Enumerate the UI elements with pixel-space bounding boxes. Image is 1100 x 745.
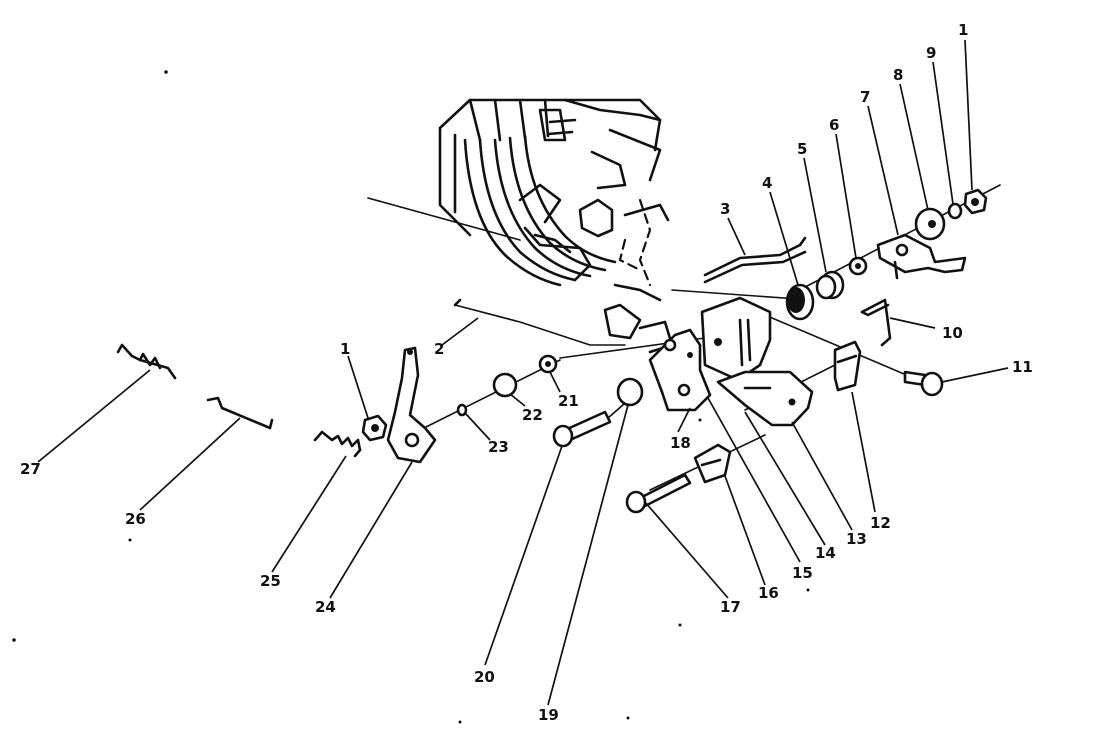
governor-wire xyxy=(453,298,462,307)
clip xyxy=(833,340,862,392)
bracket xyxy=(860,298,892,347)
governor-lever xyxy=(648,328,712,412)
bushing xyxy=(785,283,815,321)
callout-labels: 1 9 8 7 6 5 4 3 10 11 12 13 14 15 16 17 … xyxy=(20,21,1033,724)
mounting-bracket xyxy=(700,296,772,382)
cable-clamp xyxy=(693,443,732,484)
bolt-lower xyxy=(625,473,692,514)
callout-4: 4 xyxy=(762,174,772,192)
callout-14: 14 xyxy=(815,544,836,562)
callout-26: 26 xyxy=(125,510,146,528)
engine-cylinder-block xyxy=(438,98,674,354)
spacer xyxy=(815,270,845,300)
hex-nut-left xyxy=(361,414,388,442)
callout-24: 24 xyxy=(315,598,336,616)
callout-20: 20 xyxy=(474,668,495,686)
callout-9: 9 xyxy=(926,44,936,62)
governor-link-rod xyxy=(703,236,807,284)
bolt-right xyxy=(903,370,944,397)
small-pin xyxy=(456,403,468,417)
shoulder-screw xyxy=(552,410,612,448)
control-plate-lower xyxy=(716,370,814,427)
callout-12: 12 xyxy=(870,514,891,532)
spring-link xyxy=(116,343,177,380)
control-plate xyxy=(876,233,967,280)
washer-medium xyxy=(492,372,518,398)
callout-11: 11 xyxy=(1012,358,1033,376)
callout-6: 6 xyxy=(829,116,839,134)
callout-8: 8 xyxy=(893,66,903,84)
spacer-small xyxy=(538,354,558,374)
callout-23: 23 xyxy=(488,438,509,456)
callout-22: 22 xyxy=(522,406,543,424)
callout-19: 19 xyxy=(538,706,559,724)
scan-specks xyxy=(12,70,810,724)
callout-21: 21 xyxy=(558,392,579,410)
callout-1-top: 1 xyxy=(958,21,968,39)
spring xyxy=(313,430,362,458)
washer-large xyxy=(616,377,644,407)
callout-17: 17 xyxy=(720,598,741,616)
callout-16: 16 xyxy=(758,584,779,602)
callout-3: 3 xyxy=(720,200,730,218)
flat-washer xyxy=(914,207,946,241)
callout-10: 10 xyxy=(942,324,963,342)
callout-27: 27 xyxy=(20,460,41,478)
callout-13: 13 xyxy=(846,530,867,548)
callout-18: 18 xyxy=(670,434,691,452)
callout-15: 15 xyxy=(792,564,813,582)
callout-7: 7 xyxy=(860,88,870,106)
leader-lines xyxy=(37,39,1009,706)
callout-5: 5 xyxy=(797,140,807,158)
callout-2: 2 xyxy=(434,340,444,358)
link-rod xyxy=(206,396,274,430)
throttle-lever xyxy=(386,346,437,464)
hex-nut-top xyxy=(963,188,988,215)
lock-washer xyxy=(947,202,963,220)
washer-small xyxy=(848,256,868,276)
callout-25: 25 xyxy=(260,572,281,590)
callout-1-left: 1 xyxy=(340,340,350,358)
